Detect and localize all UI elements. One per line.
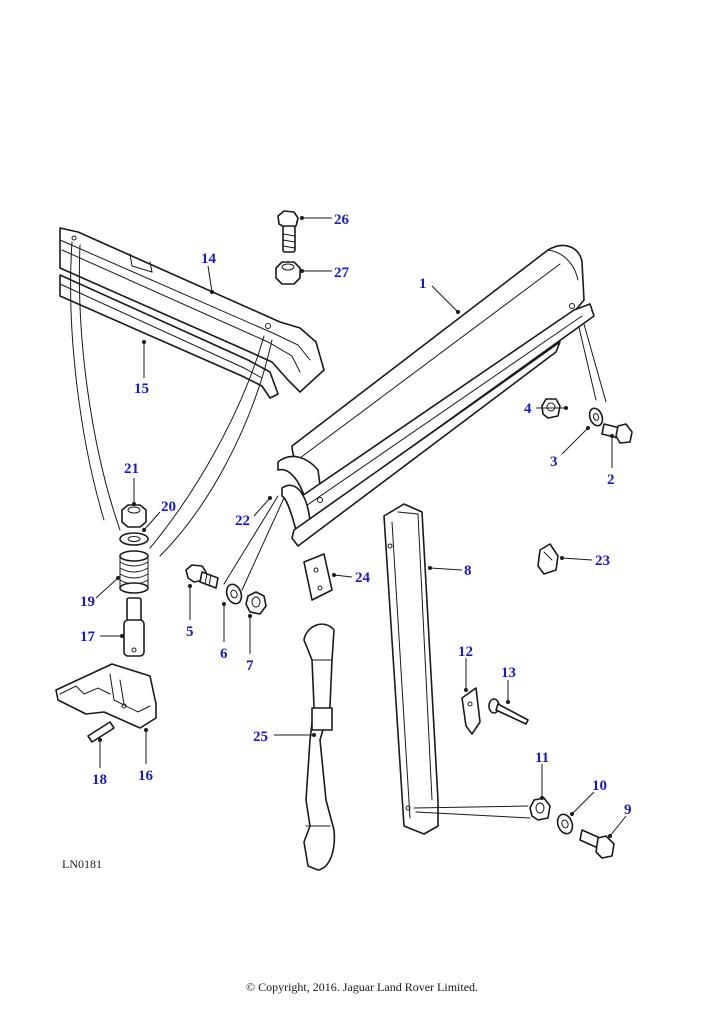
stack-pin-part — [123, 597, 145, 657]
callout-16: 16 — [138, 768, 154, 784]
callout-9: 9 — [624, 802, 632, 818]
callout-10: 10 — [592, 778, 607, 794]
strap-part — [303, 623, 336, 871]
callout-7: 7 — [246, 658, 254, 674]
callout-17: 17 — [80, 629, 96, 645]
callout-21: 21 — [124, 461, 139, 477]
lower-bolt-part — [579, 829, 615, 859]
hinge-part — [461, 687, 481, 735]
lower-nut-part — [529, 797, 551, 821]
lower-washer-part — [556, 813, 574, 835]
clip-part — [537, 543, 559, 575]
callout-6: 6 — [220, 646, 228, 662]
right-bolt-part — [601, 423, 633, 444]
stack-nut-part — [121, 504, 147, 528]
stack-spring-part — [119, 550, 149, 594]
left-rail-part — [59, 227, 325, 399]
stack-washer-part — [119, 532, 149, 546]
mid-washer-part — [225, 583, 243, 605]
bracket-part — [55, 663, 157, 743]
callout-14: 14 — [201, 251, 217, 267]
callout-24: 24 — [355, 570, 371, 586]
callout-25: 25 — [253, 729, 268, 745]
top-nut-part — [275, 261, 301, 285]
plate-part — [303, 553, 333, 601]
mid-bolt-part — [185, 564, 219, 589]
callout-2: 2 — [607, 472, 615, 488]
mid-nut-part — [245, 591, 267, 615]
main-rail-part — [277, 244, 595, 547]
copyright-notice: © Copyright, 2016. Jaguar Land Rover Lim… — [245, 980, 479, 994]
channel-part — [383, 503, 439, 835]
right-washer-part — [588, 407, 604, 427]
reference-code: LN0181 — [62, 857, 102, 871]
callout-23: 23 — [595, 553, 610, 569]
callout-labels: 1 2 3 4 5 6 7 8 9 10 11 12 13 14 15 16 1… — [80, 212, 632, 818]
tie-lines — [70, 241, 607, 591]
callout-4: 4 — [524, 401, 532, 417]
callout-15: 15 — [134, 381, 149, 397]
callout-12: 12 — [458, 644, 473, 660]
leader-lines — [95, 216, 627, 838]
callout-18: 18 — [92, 772, 107, 788]
callout-13: 13 — [501, 665, 516, 681]
callout-22: 22 — [235, 513, 250, 529]
rivet-part — [488, 698, 529, 725]
callout-3: 3 — [550, 454, 558, 470]
callout-19: 19 — [80, 594, 95, 610]
callout-8: 8 — [464, 563, 472, 579]
top-bolt-part — [277, 210, 299, 253]
callout-27: 27 — [334, 265, 350, 281]
callout-26: 26 — [334, 212, 350, 228]
callout-1: 1 — [419, 276, 427, 292]
callout-5: 5 — [186, 624, 194, 640]
callout-11: 11 — [535, 750, 549, 766]
callout-20: 20 — [161, 499, 176, 515]
